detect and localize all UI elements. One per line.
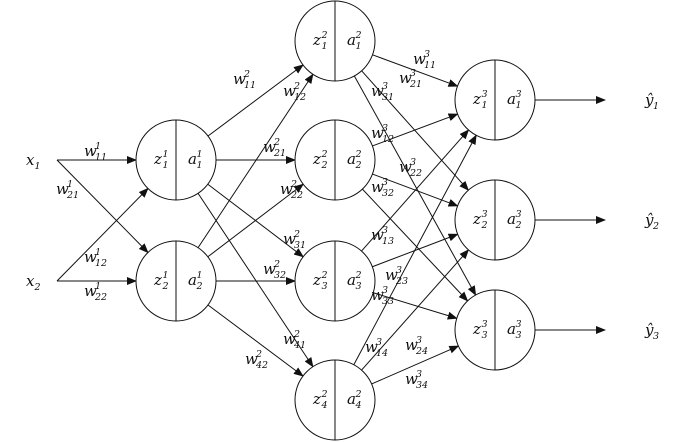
edge-x2-L1N1	[56, 187, 149, 282]
edge-L2N3-L3N1	[361, 129, 470, 252]
edge-L2N2-L3N1	[372, 113, 459, 147]
edge-L2N4-L3N2	[361, 249, 470, 371]
edge-L1N2-L2N4	[207, 304, 304, 377]
edge-L1N2-L2N1	[197, 73, 314, 248]
edge-L1N1-L2N1	[207, 64, 304, 137]
edge-L2N2-L3N3	[362, 188, 469, 302]
edge-L2N4-L3N1	[353, 134, 477, 365]
edge-L1N1-L2N4	[197, 193, 314, 368]
edge-x1-L1N2	[56, 159, 149, 254]
input-label-x1: x1	[26, 151, 41, 172]
output-label-y3: ŷ3	[644, 321, 659, 342]
output-label-y2: ŷ2	[644, 211, 659, 232]
edge-L2N1-L3N3	[353, 75, 477, 296]
output-label-y1: ŷ1	[644, 91, 659, 112]
edge-L2N3-L3N3	[373, 292, 458, 320]
edge-layer	[56, 54, 606, 385]
edge-L2N4-L3N3	[371, 345, 460, 385]
input-label-x2: x2	[26, 272, 41, 293]
edge-L2N1-L3N1	[372, 54, 459, 87]
edge-L1N1-L2N3	[207, 183, 304, 258]
